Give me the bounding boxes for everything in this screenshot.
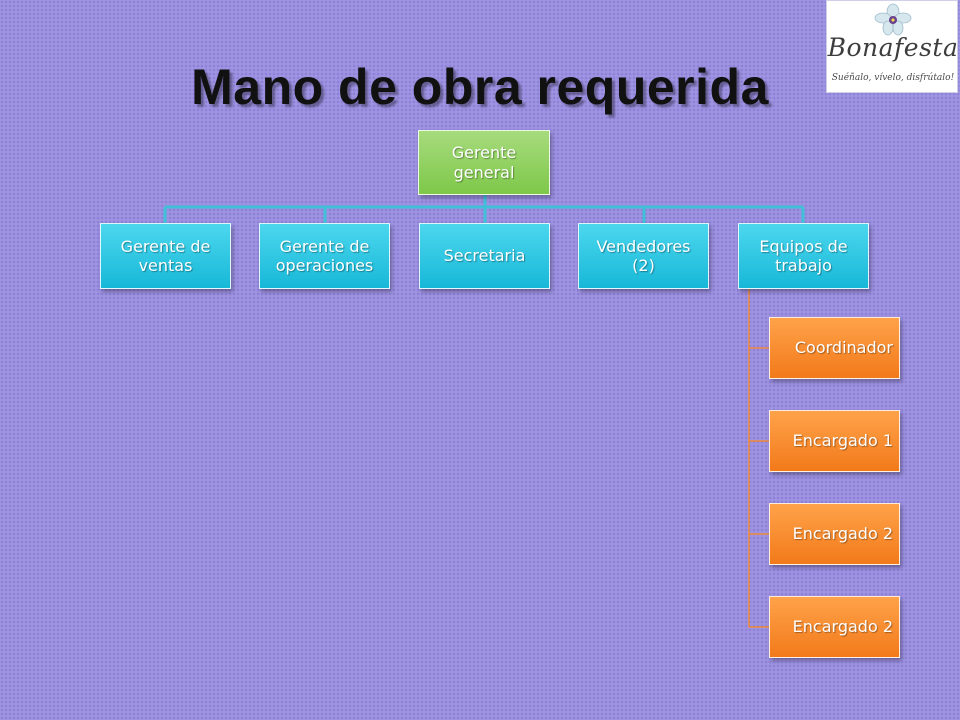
node-gerente-de-ventas: Gerente de ventas xyxy=(100,223,231,289)
node-vendedores: Vendedores (2) xyxy=(578,223,709,289)
node-secretaria: Secretaria xyxy=(419,223,550,289)
node-encargado-2-a: Encargado 2 xyxy=(769,503,900,565)
node-equipos-de-trabajo: Equipos de trabajo xyxy=(738,223,869,289)
logo-brand-name: Bonafesta xyxy=(827,33,959,62)
logo-slogan: Suéñalo, vívelo, disfrútalo! xyxy=(831,73,955,83)
orchid-flower-icon xyxy=(874,3,912,36)
company-logo: Bonafesta Suéñalo, vívelo, disfrútalo! xyxy=(826,0,958,93)
slide-title: Mano de obra requerida xyxy=(191,59,769,115)
node-gerente-general: Gerente general xyxy=(418,130,550,195)
node-encargado-2-b: Encargado 2 xyxy=(769,596,900,658)
node-encargado-1: Encargado 1 xyxy=(769,410,900,472)
node-gerente-de-operaciones: Gerente de operaciones xyxy=(259,223,390,289)
node-coordinador: Coordinador xyxy=(769,317,900,379)
